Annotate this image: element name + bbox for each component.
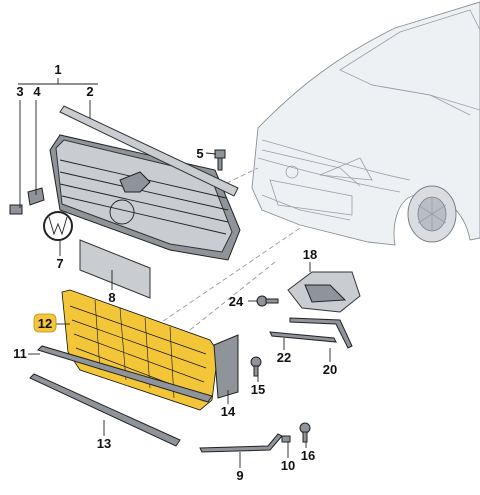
callout-18: 18 <box>303 247 317 262</box>
trim-strip-9 <box>199 433 283 453</box>
callout-7: 7 <box>56 256 63 271</box>
emblem <box>43 211 73 241</box>
callout-12: 12 <box>38 316 52 331</box>
callout-22: 22 <box>277 350 291 365</box>
bolt-5 <box>214 149 226 171</box>
callout-14: 14 <box>221 404 236 419</box>
clip-10 <box>281 435 291 443</box>
emblem-mount <box>109 199 135 225</box>
callout-24: 24 <box>229 294 244 309</box>
callout-9: 9 <box>236 468 243 483</box>
callout-3: 3 <box>16 84 23 99</box>
screw-15 <box>250 356 262 377</box>
callout-5: 5 <box>196 146 203 161</box>
callout-11: 11 <box>13 346 27 361</box>
callout-16: 16 <box>301 448 315 463</box>
callout-12-badge <box>33 313 57 333</box>
licence-plate-bracket <box>79 239 151 299</box>
car-illustration <box>251 1 480 246</box>
trim-strip-20 <box>289 317 353 349</box>
bolt-24 <box>256 295 279 307</box>
callout-10: 10 <box>281 458 295 473</box>
leader-trim-to-car <box>189 261 276 331</box>
trim-strip-11 <box>37 345 213 403</box>
callout-8: 8 <box>108 290 115 305</box>
trim-strip-13 <box>29 373 181 447</box>
fog-light-cover-inset <box>304 284 347 303</box>
trim-strip-22 <box>269 331 337 343</box>
side-bracket <box>213 334 239 399</box>
screw-16 <box>299 422 311 443</box>
callout-20: 20 <box>323 362 337 377</box>
callout-13: 13 <box>97 436 111 451</box>
callout-labels: 1 2 3 4 5 7 8 9 10 11 12 13 14 15 16 18 … <box>13 62 337 483</box>
leader-lower-grille-to-car <box>149 227 301 331</box>
callout-1: 1 <box>54 62 61 77</box>
clip-parts <box>9 187 45 215</box>
upper-trim-strip <box>59 105 239 197</box>
callout-leaders <box>18 78 331 468</box>
callout-4: 4 <box>33 84 41 99</box>
callout-15: 15 <box>251 382 265 397</box>
callout-2: 2 <box>86 84 93 99</box>
